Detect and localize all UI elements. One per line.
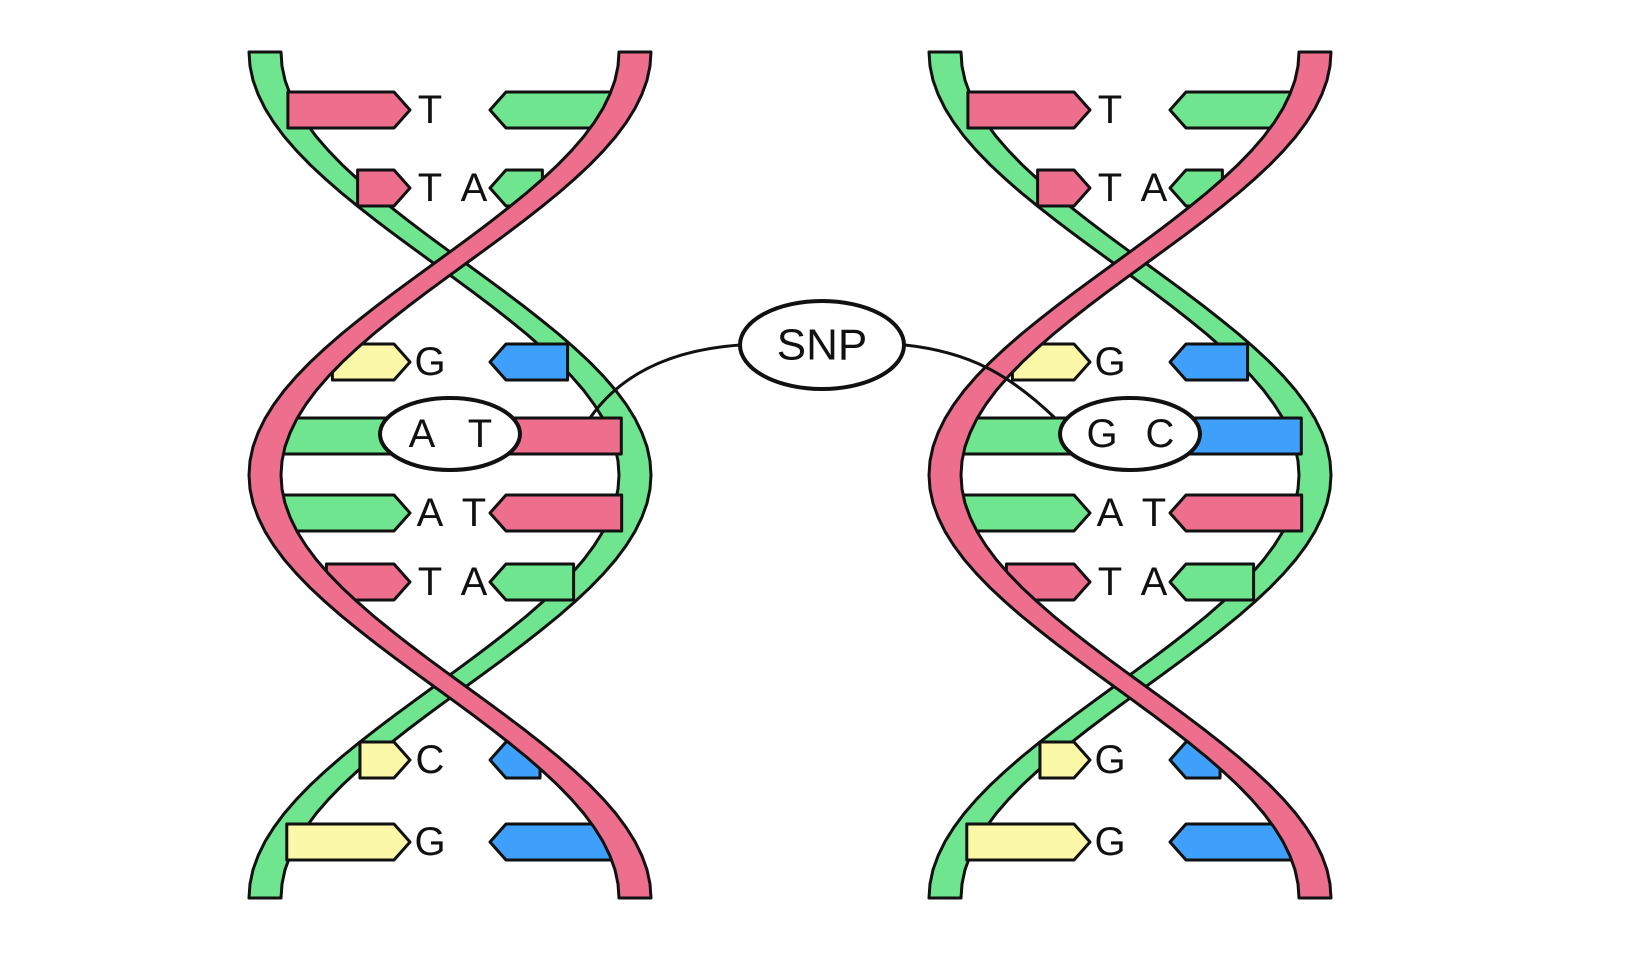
base-letter-left: G: [1094, 820, 1125, 864]
base-pair: G: [332, 340, 567, 384]
base-letter-left: T: [418, 88, 442, 132]
base-left-block: [1040, 742, 1090, 778]
base-letter-left: G: [414, 340, 445, 384]
snp-base-right: C: [1146, 412, 1175, 456]
base-right-block: [1170, 564, 1254, 600]
snp-base-right: T: [468, 412, 492, 456]
base-letter-left: T: [1098, 88, 1122, 132]
base-right-block: [490, 495, 622, 531]
base-right-block: [1170, 495, 1302, 531]
base-letter-left: C: [416, 738, 445, 782]
base-left-block: [358, 170, 410, 206]
base-right-block: [490, 344, 568, 380]
base-left-block: [958, 495, 1090, 531]
backbone-green: [929, 52, 1331, 898]
base-left-block: [968, 92, 1090, 128]
backbone-pink: [929, 52, 1331, 898]
helix-left-back-strand: [249, 52, 651, 898]
backbone-green: [249, 52, 651, 898]
base-left-block: [287, 824, 410, 860]
base-letter-left: T: [1098, 560, 1122, 604]
base-pair: G: [967, 820, 1293, 864]
backbone-pink: [249, 52, 651, 898]
base-letter-left: T: [1098, 166, 1122, 210]
base-letter-left: A: [1097, 491, 1124, 535]
base-letter-left: T: [418, 166, 442, 210]
base-left-block: [288, 92, 410, 128]
snp-label: SNP: [777, 321, 867, 370]
snp-base-left: A: [409, 412, 436, 456]
base-right-block: [1170, 344, 1248, 380]
helix-left-front-strand: [249, 52, 651, 898]
base-right-block: [490, 564, 574, 600]
base-pair: G: [1012, 340, 1247, 384]
base-letter-left: A: [417, 491, 444, 535]
snp-base-left: G: [1086, 412, 1117, 456]
base-letter-left: T: [418, 560, 442, 604]
base-left-block: [278, 495, 410, 531]
helix-right-front-strand: [929, 52, 1331, 898]
base-letter-right: A: [461, 560, 488, 604]
base-letter-right: A: [1141, 166, 1168, 210]
helix-right-back-strand: [929, 52, 1331, 898]
base-letter-left: G: [1094, 738, 1125, 782]
base-letter-right: T: [462, 491, 486, 535]
base-letter-right: A: [1141, 560, 1168, 604]
base-pair: T: [288, 88, 612, 132]
base-letter-left: G: [414, 820, 445, 864]
base-letter-left: G: [1094, 340, 1125, 384]
base-letter-right: A: [461, 166, 488, 210]
snp-highlight-ellipse: [1060, 398, 1200, 470]
base-left-block: [1038, 170, 1090, 206]
base-letter-right: T: [1142, 491, 1166, 535]
base-pair: T: [968, 88, 1292, 132]
base-left-block: [360, 742, 410, 778]
base-pair: G: [287, 820, 613, 864]
snp-highlight-ellipse: [380, 398, 520, 470]
base-left-block: [967, 824, 1090, 860]
